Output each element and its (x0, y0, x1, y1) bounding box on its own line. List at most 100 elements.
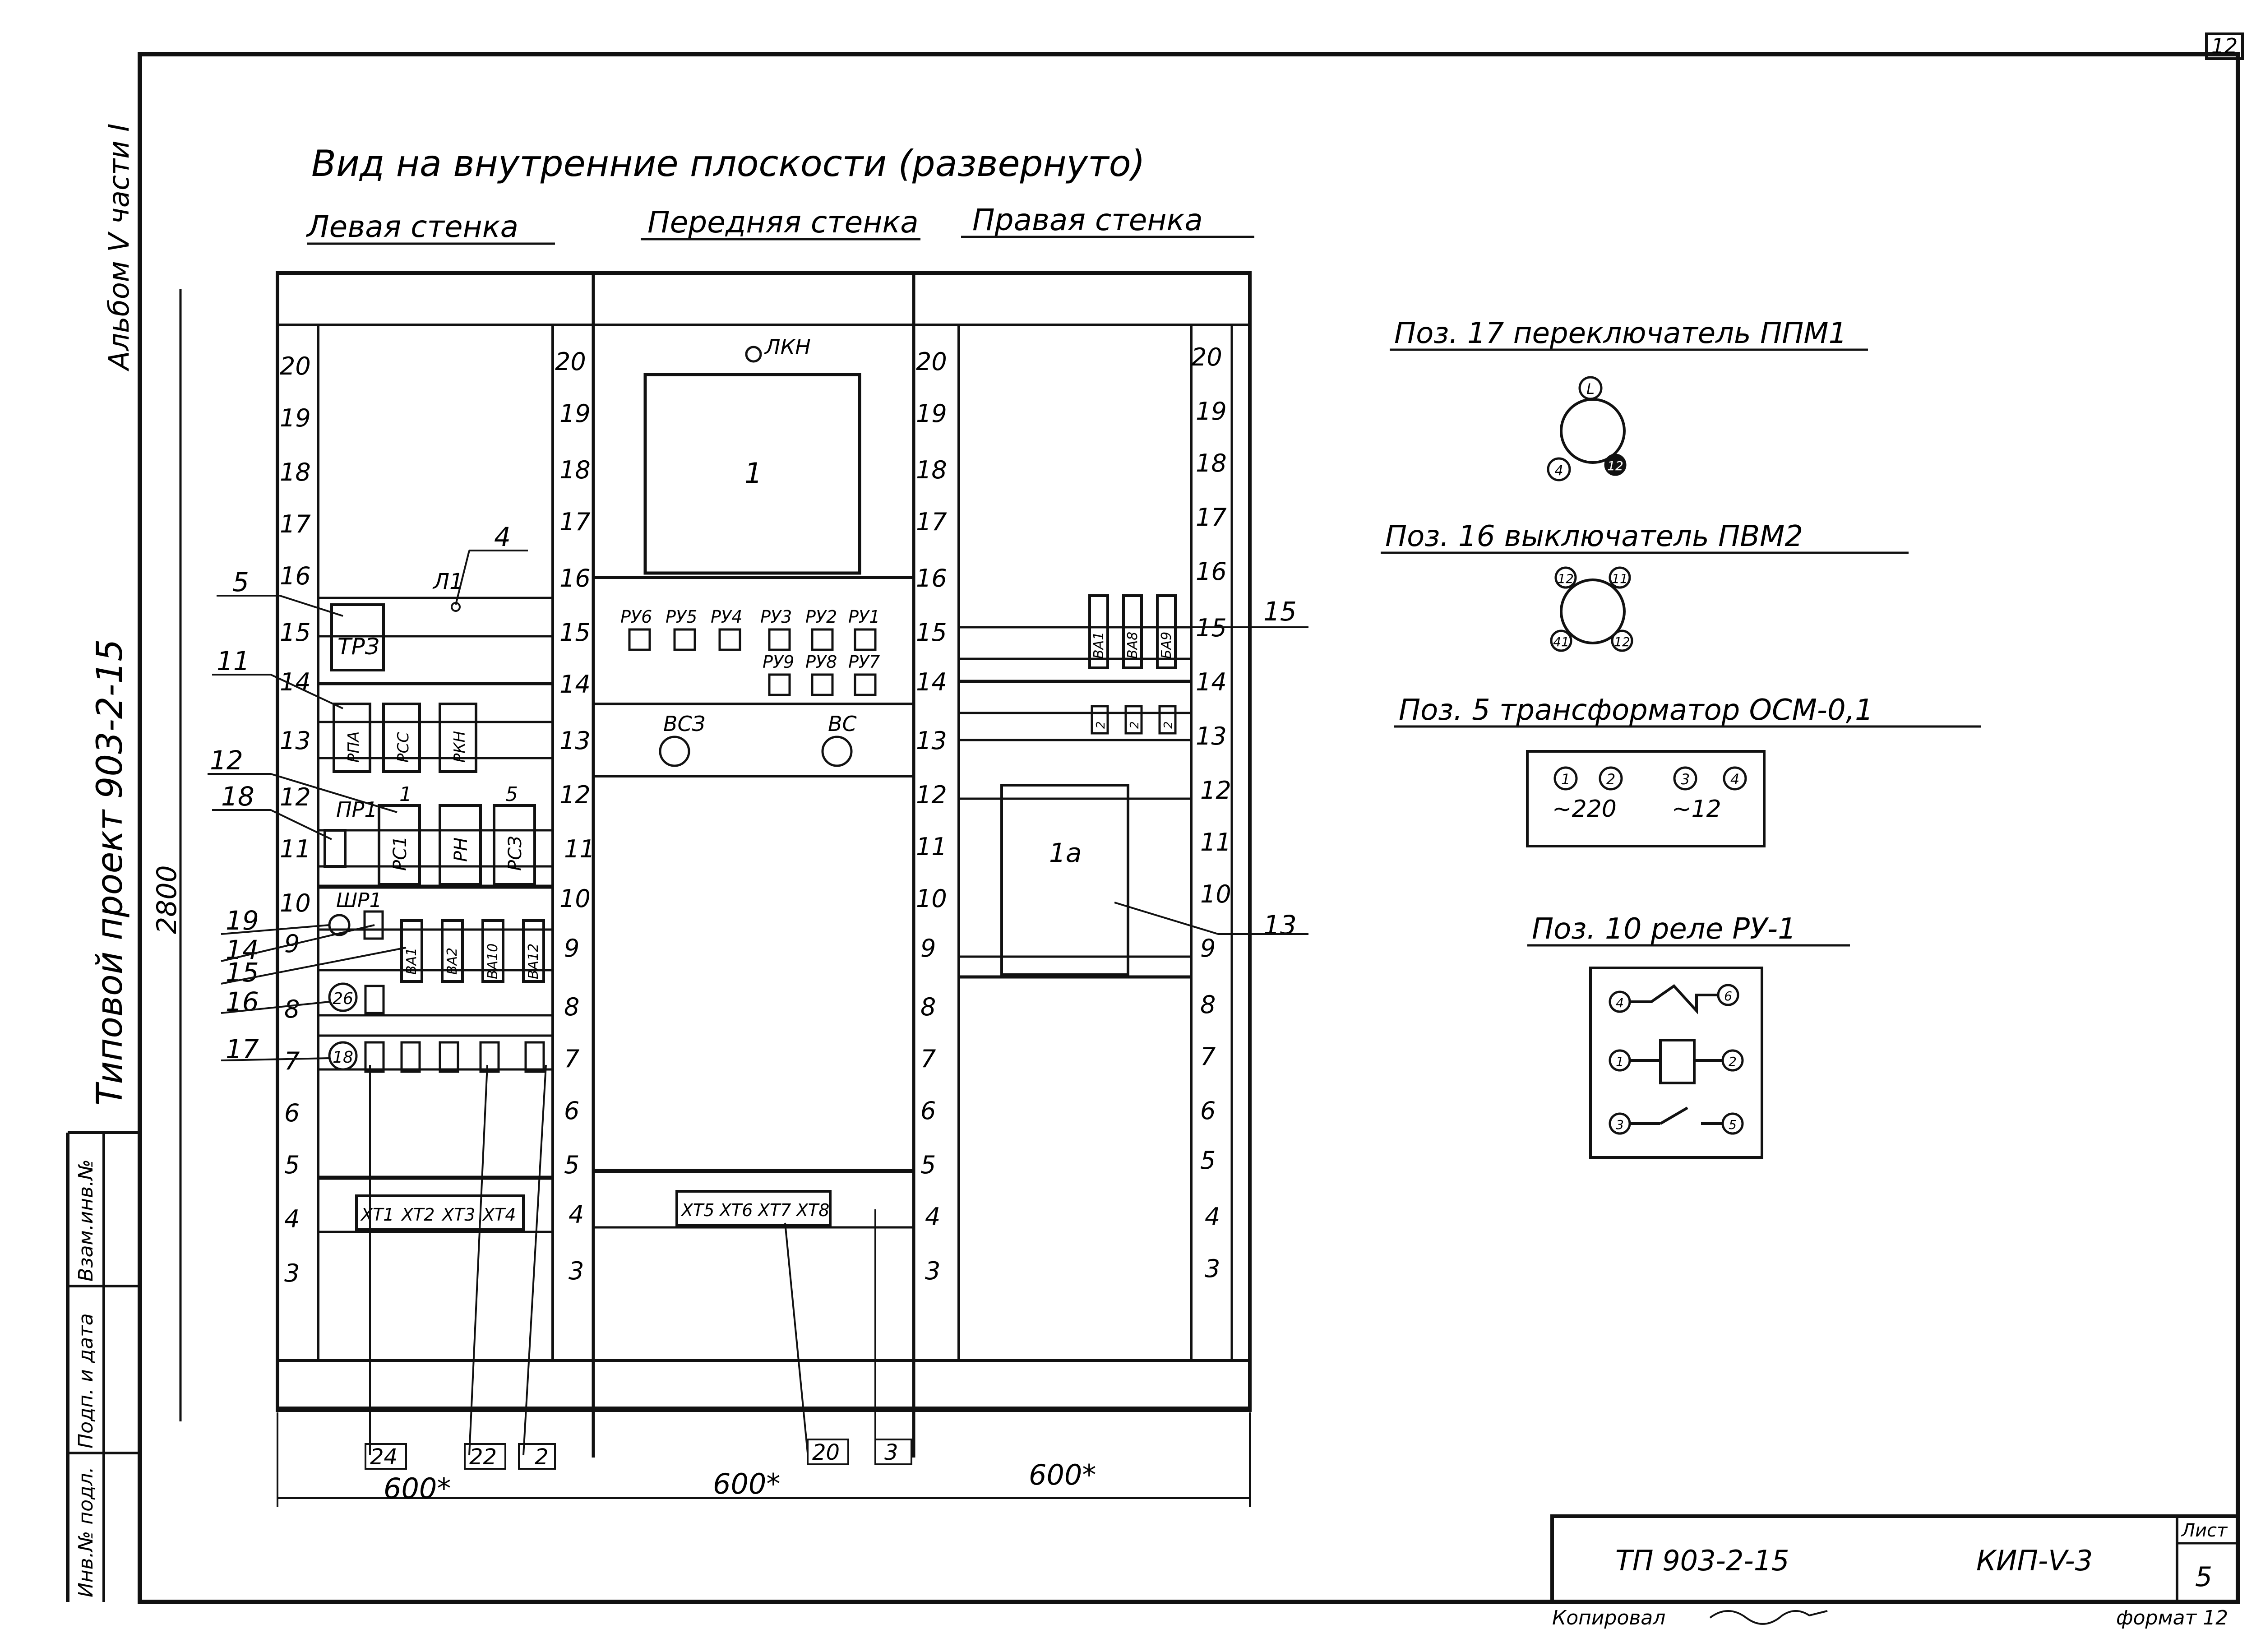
sheet-corner-number: 12 (2211, 34, 2238, 58)
lamp-lkn (745, 346, 762, 363)
scale-mark: 12 (1200, 776, 1231, 805)
pos5-voltage-secondary: ~12 (1672, 796, 1721, 823)
scale-mark: 15 (916, 618, 947, 647)
callouts: 5 4 11 12 1 5 18 19 14 15 16 17 15 13 (208, 522, 1308, 1470)
terminal-xt4: ХТ4 (482, 1205, 516, 1225)
scale-mark: 5 (1200, 1146, 1216, 1175)
breaker-va1 (400, 919, 423, 983)
lamp-l1-label: Л1 (432, 569, 463, 594)
scale-mark: 5 (564, 1151, 579, 1179)
pos5-term-4: 4 (1730, 771, 1739, 788)
fuse-pr1 (324, 829, 347, 868)
scale-mark: 10 (1200, 880, 1231, 908)
right-breaker-2: ВА8 (1125, 632, 1141, 659)
right-wall-title: Правая стенка (972, 203, 1203, 237)
switch-vs (821, 736, 853, 767)
callout-5b: 5 (505, 783, 518, 806)
scale-mark: 3 (284, 1259, 300, 1287)
relay-rs3 (493, 804, 536, 886)
pos16-term-br: 12 (1614, 634, 1630, 649)
callout-12: 12 (210, 745, 243, 776)
breaker-va12 (522, 919, 545, 983)
front-wall-title: Передняя стенка (647, 205, 919, 240)
terminal-xt8: ХТ8 (795, 1200, 829, 1220)
drawing-title: Вид на внутренние плоскости (развернуто) (311, 143, 1145, 185)
relay-ru2-label: РУ2 (805, 607, 837, 627)
stamp-code: ТП 903-2-15 (1615, 1544, 1789, 1577)
scale-mark: 8 (920, 993, 936, 1021)
scale-mark: 4 (284, 1205, 300, 1233)
scale-mark: 6 (1200, 1097, 1216, 1125)
scale-mark: 10 (280, 889, 311, 917)
relay-ru9-label: РУ9 (763, 652, 794, 672)
stamp-list-label: Лист (2181, 1520, 2228, 1541)
pos5-voltage-primary: ~220 (1552, 796, 1617, 823)
callout-13: 13 (1263, 910, 1297, 940)
stamp-list-number: 5 (2195, 1561, 2212, 1593)
scale-mark: 14 (916, 668, 947, 696)
scale-mark: 16 (1196, 557, 1227, 586)
scale-mark: 8 (1200, 990, 1216, 1019)
scale-mark: 11 (916, 833, 947, 861)
stamp-copied: Копировал (1552, 1606, 1665, 1629)
trz-label: ТРЗ (337, 634, 379, 660)
scale-left: 20 19 18 17 16 15 14 13 12 11 10 9 8 7 6… (280, 352, 311, 1287)
signature (1709, 1610, 1828, 1625)
pos16-term-bl: 41 (1553, 634, 1569, 649)
pos5-title: Поз. 5 трансформатор ОСМ-0,1 (1399, 694, 1873, 727)
side-cell-inv: Взам.инв.№ (74, 1159, 97, 1282)
width-left: 600* (384, 1472, 451, 1505)
callout-20: 20 (812, 1440, 840, 1465)
switch-vs-label: ВС (828, 712, 857, 736)
scale-mark: 14 (1196, 668, 1227, 696)
switch-vsz-label: ВСЗ (663, 712, 705, 736)
pos10-detail: Поз. 10 реле РУ-1 4 6 1 2 3 5 (1527, 912, 1850, 1159)
scale-mark: 17 (1196, 503, 1227, 532)
relay-ru1-label: РУ1 (848, 607, 880, 627)
pr1-label: ПР1 (336, 797, 378, 822)
scale-mark: 17 (280, 510, 311, 538)
side-cell-orig: Инв.№ подл. (74, 1467, 97, 1597)
scale-mark: 7 (920, 1045, 936, 1073)
terminal-block-front (675, 1190, 832, 1226)
scale-mark: 10 (559, 884, 591, 913)
scale-mark: 16 (280, 562, 311, 590)
callout-18: 18 (221, 781, 254, 812)
pos5-term-1: 1 (1561, 771, 1570, 788)
scale-mark: 9 (564, 934, 579, 963)
scale-mark: 13 (559, 727, 591, 755)
scale-mark: 6 (284, 1099, 300, 1127)
terminal-xt6: ХТ6 (719, 1200, 753, 1220)
scale-mark: 15 (280, 618, 311, 647)
scale-mark: 8 (564, 993, 579, 1021)
scale-mark: 13 (1196, 722, 1227, 750)
callout-15: 15 (226, 957, 259, 988)
callout-24: 24 (370, 1444, 398, 1470)
relay-ru6-label: РУ6 (620, 607, 652, 627)
pos10-term-6: 6 (1724, 989, 1732, 1004)
scale-mark: 15 (559, 618, 591, 647)
lamp-lkn-label: ЛКН (764, 335, 811, 359)
scale-mark: 16 (916, 564, 947, 592)
side-cell-sign: Подп. и дата (74, 1313, 97, 1448)
relay-rs3-label: РСЗ (505, 836, 526, 871)
callout-15-right: 15 (1263, 596, 1297, 627)
switch-vsz (659, 736, 690, 767)
breaker-va10 (481, 919, 504, 983)
scale-mark: 3 (1205, 1254, 1220, 1283)
breaker-va2-label: ВА2 (444, 948, 460, 975)
scale-mark: 18 (559, 456, 591, 484)
relay-rkn (439, 703, 477, 773)
height-dimension: 2800 (151, 865, 183, 934)
pos17-title: Поз. 17 переключатель ППМ1 (1394, 317, 1847, 350)
scale-mark: 3 (925, 1257, 940, 1285)
relay-rkn-label: РКН (451, 731, 469, 763)
pos16-title: Поз. 16 выключатель ПВМ2 (1385, 520, 1803, 553)
scale-mark: 17 (559, 508, 591, 536)
breaker-va12-label: ВА12 (526, 944, 541, 979)
scale-mark: 8 (284, 995, 300, 1023)
relay-rs1-label: РС1 (390, 836, 411, 871)
relay-ru7-label: РУ7 (848, 652, 880, 672)
pos17-term-top: L (1586, 380, 1595, 398)
callout-14: 14 (226, 935, 259, 965)
